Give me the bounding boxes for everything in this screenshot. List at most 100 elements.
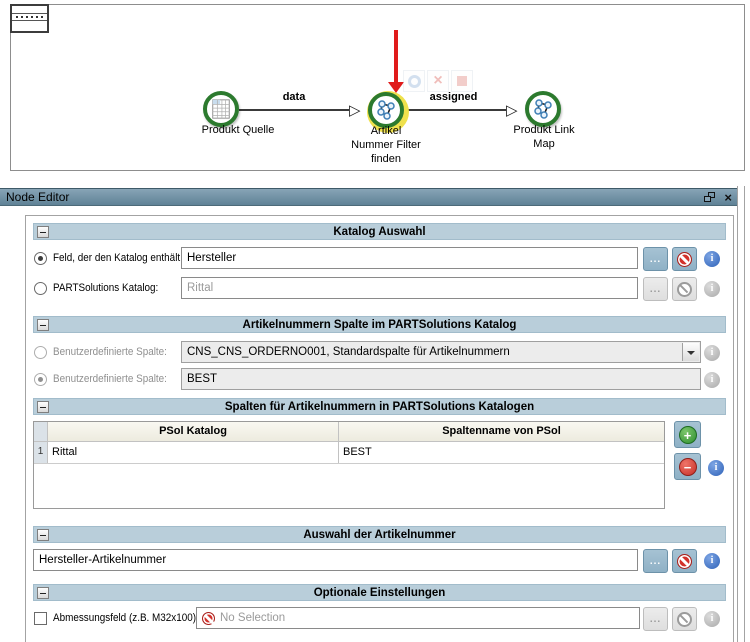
field-label: PARTSolutions Katalog: xyxy=(53,282,159,294)
stop-icon xyxy=(457,76,467,86)
cancel-icon: × xyxy=(433,72,443,89)
browse-button-disabled: ... xyxy=(643,607,668,631)
float-window-icon[interactable] xyxy=(704,192,716,202)
splitter-line[interactable] xyxy=(737,186,738,642)
add-row-button[interactable]: + xyxy=(674,421,701,448)
column-header-spaltenname: Spaltenname von PSol xyxy=(442,425,561,437)
browse-button[interactable]: ... xyxy=(643,549,668,573)
red-pointer-arrow xyxy=(388,30,404,93)
minimap-marks xyxy=(12,14,47,21)
arrowhead-icon: ▷ xyxy=(349,101,361,119)
collapse-button[interactable] xyxy=(37,401,49,413)
splitter-line[interactable] xyxy=(744,186,745,642)
stop-node-button[interactable] xyxy=(451,70,473,92)
spalten-table: PSol Katalog Spaltenname von PSol 1 Ritt… xyxy=(33,421,665,509)
edge-line xyxy=(401,109,506,111)
collapse-button[interactable] xyxy=(37,319,49,331)
collapse-button[interactable] xyxy=(37,226,49,238)
graph-node-icon xyxy=(377,100,395,120)
node-label: Artikel Nummer Filter finden xyxy=(351,125,421,165)
table-row[interactable]: 1 Rittal BEST xyxy=(34,442,664,464)
section-header-artikelnummern-spalte: Artikelnummern Spalte im PARTSolutions K… xyxy=(33,316,726,333)
row-abmessungsfeld: Abmessungsfeld (z.B. M32x100): No Select… xyxy=(33,607,726,631)
field-label: Feld, der den Katalog enthält: xyxy=(53,252,183,264)
row-standard-spalte: Benutzerdefinierte Spalte: CNS_CNS_ORDER… xyxy=(33,341,726,365)
minimap-widget xyxy=(10,4,49,33)
field-label: Benutzerdefinierte Spalte: xyxy=(53,346,167,358)
clear-button-disabled xyxy=(672,277,697,301)
radio-partsolutions-katalog[interactable] xyxy=(34,282,47,295)
node-produkt-link-map[interactable] xyxy=(525,91,561,127)
clear-button[interactable] xyxy=(672,247,697,271)
browse-button-disabled: ... xyxy=(643,277,668,301)
cancel-node-button[interactable]: × xyxy=(427,70,449,92)
collapse-button[interactable] xyxy=(37,587,49,599)
info-icon[interactable] xyxy=(708,460,724,476)
edge-line xyxy=(239,109,349,111)
edge-label: assigned xyxy=(429,91,478,103)
row-benutzerdefinierte-spalte: Benutzerdefinierte Spalte: BEST xyxy=(33,368,726,392)
field-label: Benutzerdefinierte Spalte: xyxy=(53,373,167,385)
graph-node-icon xyxy=(534,99,552,119)
no-entry-icon xyxy=(677,553,692,569)
node-label: Produkt Link Map xyxy=(513,124,575,150)
clear-button-disabled xyxy=(672,607,697,631)
section-header-spalten-tabelle: Spalten für Artikelnummern in PARTSoluti… xyxy=(33,398,726,415)
run-node-button[interactable] xyxy=(403,70,425,92)
info-icon[interactable] xyxy=(704,251,720,267)
section-header-katalog-auswahl: Katalog Auswahl xyxy=(33,223,726,240)
table-source-icon xyxy=(212,99,230,119)
info-icon[interactable] xyxy=(704,553,720,569)
row-number-gutter xyxy=(34,422,48,441)
field-label: Abmessungsfeld (z.B. M32x100): xyxy=(53,612,199,624)
rittal-field: Rittal xyxy=(181,277,638,299)
artikelnummer-field[interactable]: Hersteller-Artikelnummer xyxy=(33,549,638,571)
no-entry-icon xyxy=(677,611,692,627)
browse-button[interactable]: ... xyxy=(643,247,668,271)
minus-icon xyxy=(40,592,46,594)
table-header-row: PSol Katalog Spaltenname von PSol xyxy=(34,422,664,442)
abmessungsfeld-field[interactable]: No Selection xyxy=(196,607,640,629)
spalte-combobox[interactable]: CNS_CNS_ORDERNO001, Standardspalte für A… xyxy=(181,341,701,363)
hersteller-field[interactable]: Hersteller xyxy=(181,247,638,269)
row-number: 1 xyxy=(34,442,48,463)
minus-icon xyxy=(40,406,46,408)
info-icon-disabled xyxy=(704,281,720,297)
row-partsolutions-katalog: PARTSolutions Katalog: Rittal ... xyxy=(33,277,726,301)
no-entry-icon xyxy=(677,251,692,267)
node-editor-titlebar[interactable]: Node Editor × xyxy=(0,188,738,206)
collapse-button[interactable] xyxy=(37,529,49,541)
chevron-down-icon[interactable] xyxy=(682,343,699,361)
radio-standard-spalte xyxy=(34,346,47,359)
abmessungsfeld-checkbox[interactable] xyxy=(34,612,47,625)
radio-benutzerdefinierte-spalte xyxy=(34,373,47,386)
no-entry-icon xyxy=(677,281,692,297)
remove-row-button[interactable]: − xyxy=(674,453,701,480)
minus-icon xyxy=(40,324,46,326)
info-icon-disabled xyxy=(704,345,720,361)
no-selection-icon xyxy=(202,611,215,625)
radio-feld-katalog[interactable] xyxy=(34,252,47,265)
node-produkt-quelle[interactable] xyxy=(203,91,239,127)
run-icon xyxy=(407,74,421,88)
section-header-auswahl-artikelnummer: Auswahl der Artikelnummer xyxy=(33,526,726,543)
panel-title: Node Editor xyxy=(6,190,70,204)
workflow-canvas: × data ▷ assigned ▷ Produkt Quelle xyxy=(10,4,745,171)
arrowhead-icon: ▷ xyxy=(506,101,518,119)
section-header-optionale-einstellungen: Optionale Einstellungen xyxy=(33,584,726,601)
red-arrow-shaft xyxy=(394,30,398,82)
minus-icon xyxy=(40,534,46,536)
red-arrow-tip xyxy=(388,82,404,93)
row-artikelnummer: Hersteller-Artikelnummer ... xyxy=(33,549,726,573)
info-icon-disabled xyxy=(704,611,720,627)
node-editor-panel: Katalog Auswahl Feld, der den Katalog en… xyxy=(25,215,734,642)
node-artikel-nummer-filter[interactable] xyxy=(368,92,404,128)
node-label: Produkt Quelle xyxy=(201,124,275,136)
cell-spaltenname[interactable]: BEST xyxy=(343,446,372,458)
cell-psol-katalog[interactable]: Rittal xyxy=(48,442,339,463)
minimap-row xyxy=(12,6,47,14)
minus-icon: − xyxy=(678,457,697,476)
close-icon[interactable]: × xyxy=(724,189,732,205)
clear-button[interactable] xyxy=(672,549,697,573)
minus-icon xyxy=(40,231,46,233)
